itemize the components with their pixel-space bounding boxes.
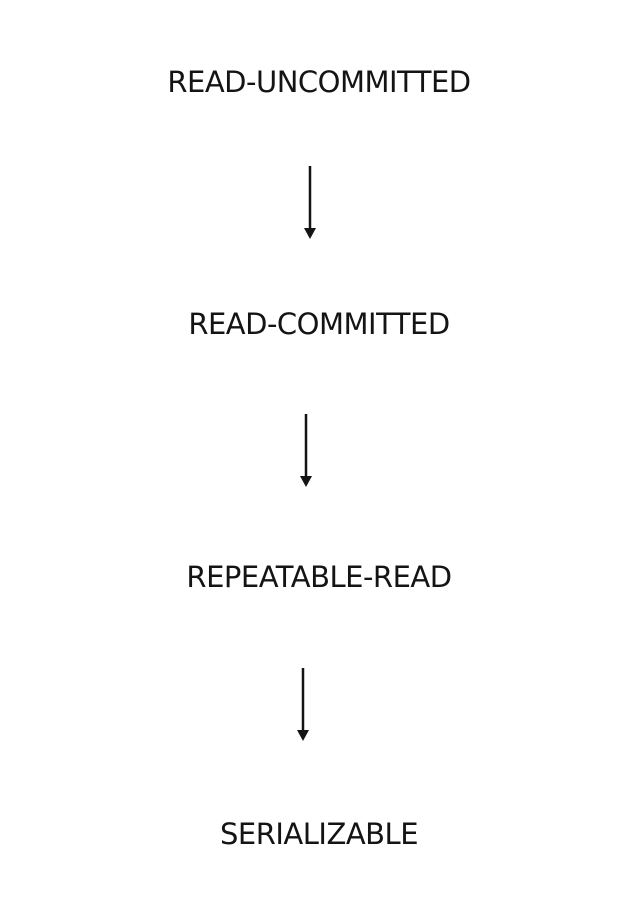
down-arrow-icon	[300, 414, 312, 487]
level-read-committed: READ-COMMITTED	[188, 307, 450, 341]
level-read-uncommitted: READ-UNCOMMITTED	[167, 65, 471, 99]
down-arrow-icon	[297, 668, 309, 741]
level-serializable: SERIALIZABLE	[219, 817, 419, 851]
level-repeatable-read: REPEATABLE-READ	[186, 560, 452, 594]
down-arrow-icon	[304, 166, 316, 239]
